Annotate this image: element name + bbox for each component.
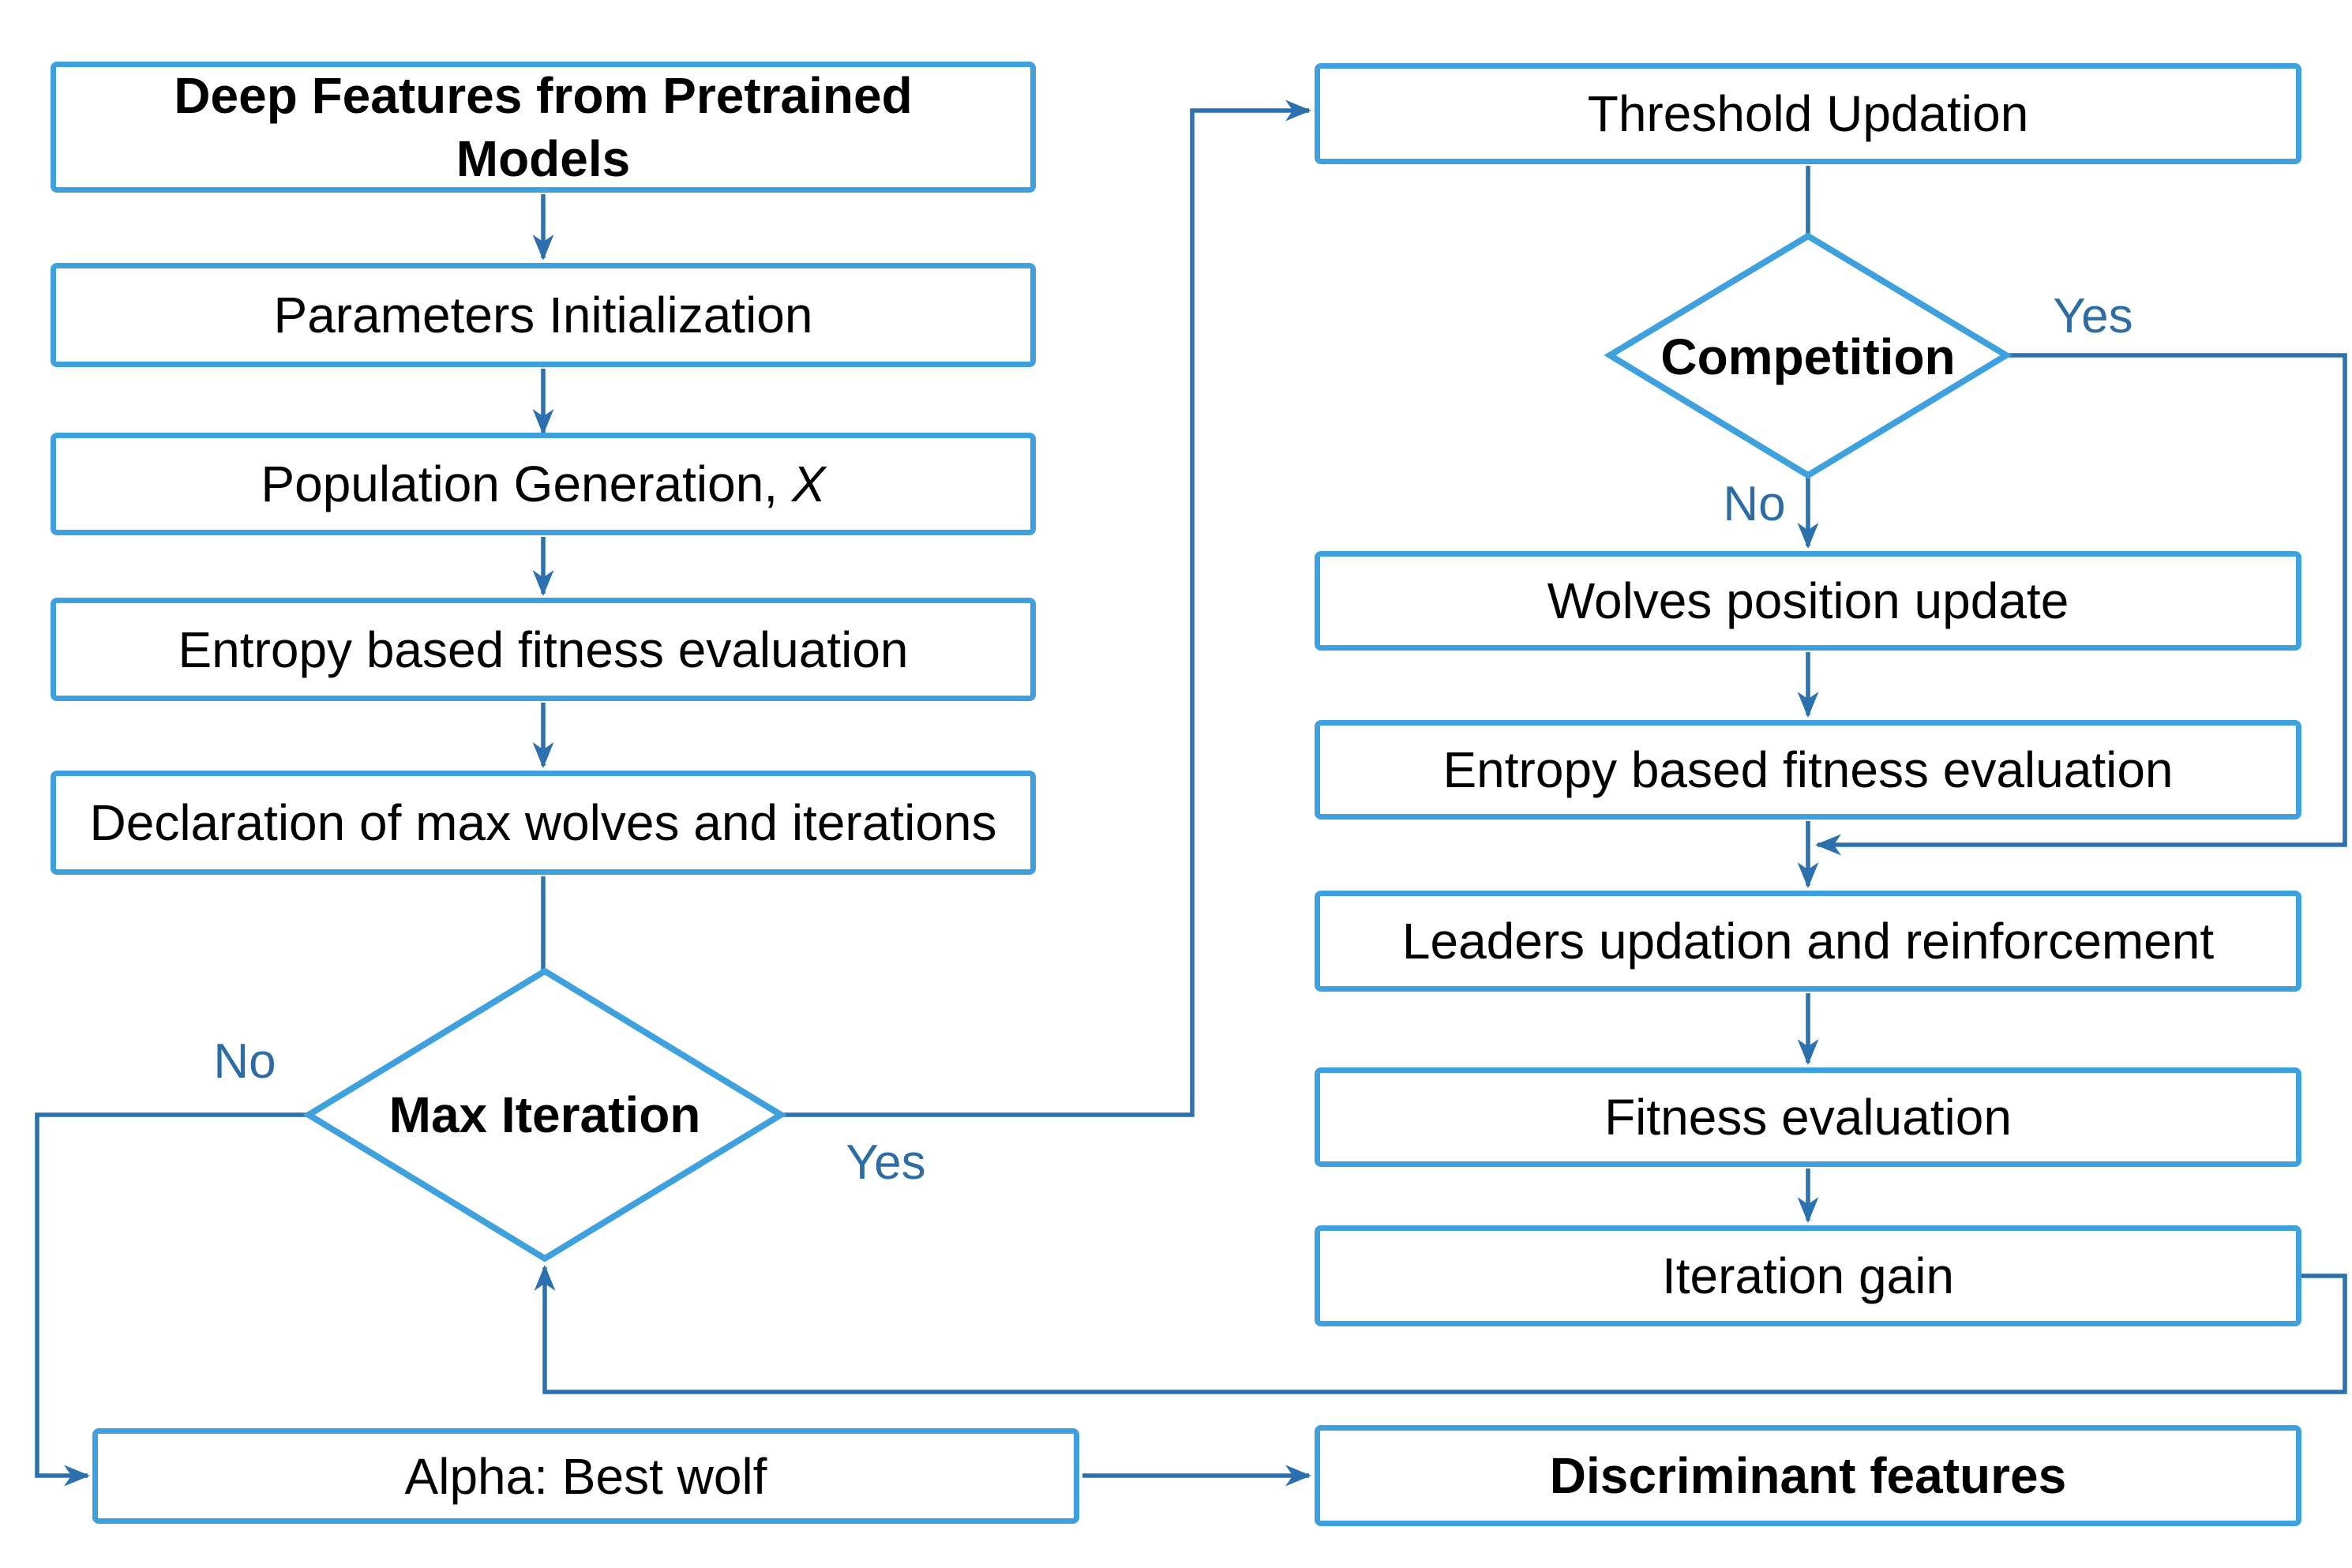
competition-diamond bbox=[1604, 232, 2013, 479]
node-parameters-initialization: Parameters Initialization bbox=[51, 263, 1036, 367]
max-iteration-yes-text: Yes bbox=[846, 1135, 926, 1190]
competition-text: Competition bbox=[1660, 328, 1956, 385]
competition-no-text: No bbox=[1723, 476, 1786, 531]
node-iteration-gain: Iteration gain bbox=[1315, 1225, 2301, 1326]
node-entropy-fitness-left: Entropy based fitness evaluation bbox=[51, 598, 1036, 701]
max-iteration-label: Max Iteration bbox=[308, 1085, 782, 1145]
node-threshold-updation-label: Threshold Updation bbox=[1587, 85, 2029, 142]
node-wolves-position-label: Wolves position update bbox=[1547, 572, 2069, 629]
node-threshold-updation: Threshold Updation bbox=[1315, 63, 2301, 164]
edge-competition-yes-to-leaders bbox=[1815, 353, 2347, 856]
max-iteration-no-text: No bbox=[213, 1033, 276, 1089]
max-iteration-diamond bbox=[302, 967, 787, 1262]
node-entropy-fitness-left-label: Entropy based fitness evaluation bbox=[178, 621, 909, 678]
competition-no-label: No bbox=[1691, 474, 1817, 534]
node-leaders-updation-label: Leaders updation and reinforcement bbox=[1401, 913, 2215, 970]
node-declaration-max: Declaration of max wolves and iterations bbox=[51, 771, 1036, 875]
max-iteration-no-label: No bbox=[182, 1031, 308, 1091]
node-leaders-updation: Leaders updation and reinforcement bbox=[1315, 891, 2301, 992]
node-population-generation-label: Population Generation, bbox=[261, 456, 792, 512]
node-fitness-evaluation-label: Fitness evaluation bbox=[1604, 1089, 2012, 1146]
max-iteration-yes-label: Yes bbox=[823, 1132, 949, 1192]
node-parameters-initialization-label: Parameters Initialization bbox=[273, 287, 813, 343]
node-alpha-best: Alpha: Best wolf bbox=[92, 1428, 1079, 1524]
node-alpha-best-label: Alpha: Best wolf bbox=[404, 1447, 767, 1505]
node-entropy-fitness-right-label: Entropy based fitness evaluation bbox=[1442, 741, 2174, 798]
max-iteration-text: Max Iteration bbox=[388, 1086, 701, 1143]
node-discriminant-features-label: Discriminant features bbox=[1549, 1447, 2067, 1504]
competition-label: Competition bbox=[1611, 327, 2005, 387]
node-deep-features-label: Deep Features from Pretrained Models bbox=[174, 67, 913, 187]
population-variable: X bbox=[791, 456, 826, 512]
node-deep-features: Deep Features from Pretrained Models bbox=[51, 62, 1036, 193]
edge-maxiteration-no-to-alpha bbox=[35, 1112, 309, 1487]
node-population-generation: Population Generation, X bbox=[51, 433, 1036, 535]
node-fitness-evaluation: Fitness evaluation bbox=[1315, 1067, 2301, 1167]
edge-maxiteration-yes-to-threshold bbox=[781, 99, 1311, 1117]
node-entropy-fitness-right: Entropy based fitness evaluation bbox=[1315, 720, 2301, 820]
node-discriminant-features: Discriminant features bbox=[1315, 1425, 2301, 1526]
node-declaration-max-label: Declaration of max wolves and iterations bbox=[89, 794, 997, 851]
node-wolves-position: Wolves position update bbox=[1315, 551, 2301, 651]
competition-yes-label: Yes bbox=[2026, 286, 2160, 346]
competition-yes-text: Yes bbox=[2053, 288, 2133, 343]
node-iteration-gain-label: Iteration gain bbox=[1661, 1247, 1955, 1304]
edge-iterationgain-loop-to-maxiteration bbox=[534, 1265, 2347, 1394]
